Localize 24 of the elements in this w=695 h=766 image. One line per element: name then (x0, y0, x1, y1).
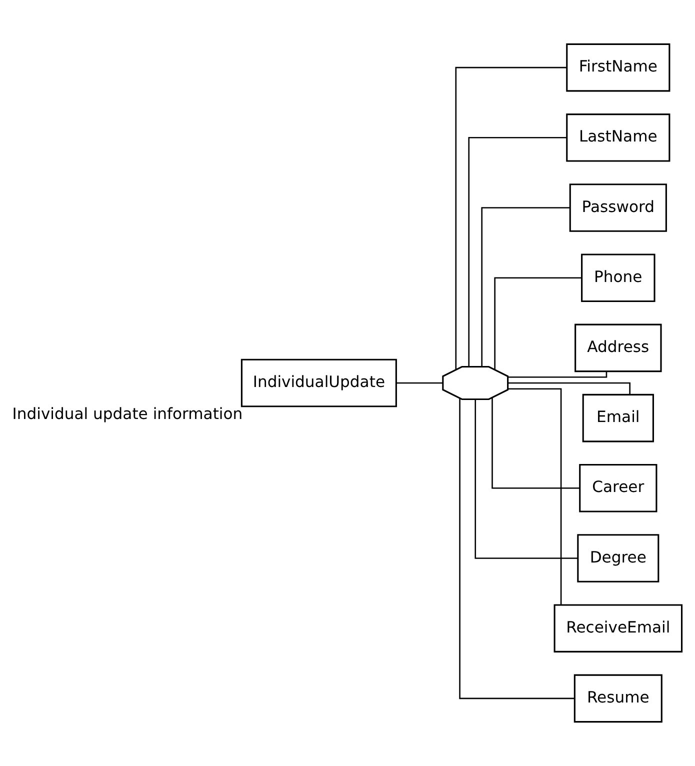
node-box: Email (582, 394, 654, 442)
node-label: Individual update information (12, 404, 243, 423)
node-box: Career (579, 464, 658, 512)
node-box: FirstName (566, 43, 670, 92)
connector (492, 398, 580, 489)
node-box: Phone (581, 254, 656, 302)
node-box: Password (569, 184, 667, 232)
connector (508, 372, 608, 378)
connector (508, 388, 562, 605)
connector (468, 137, 567, 367)
connector (494, 277, 582, 370)
connector (396, 382, 443, 384)
node-box: Address (574, 324, 662, 372)
node-box: IndividualUpdate (240, 358, 397, 408)
node-box: Degree (577, 534, 660, 582)
connector (459, 398, 574, 700)
connector (474, 400, 578, 559)
node-box: Resume (574, 674, 662, 723)
node-octagon (442, 366, 509, 400)
connector (508, 382, 630, 394)
node-box: LastName (566, 114, 670, 162)
connector (481, 207, 570, 366)
connector (455, 66, 567, 370)
node-box: ReceiveEmail (554, 604, 683, 652)
